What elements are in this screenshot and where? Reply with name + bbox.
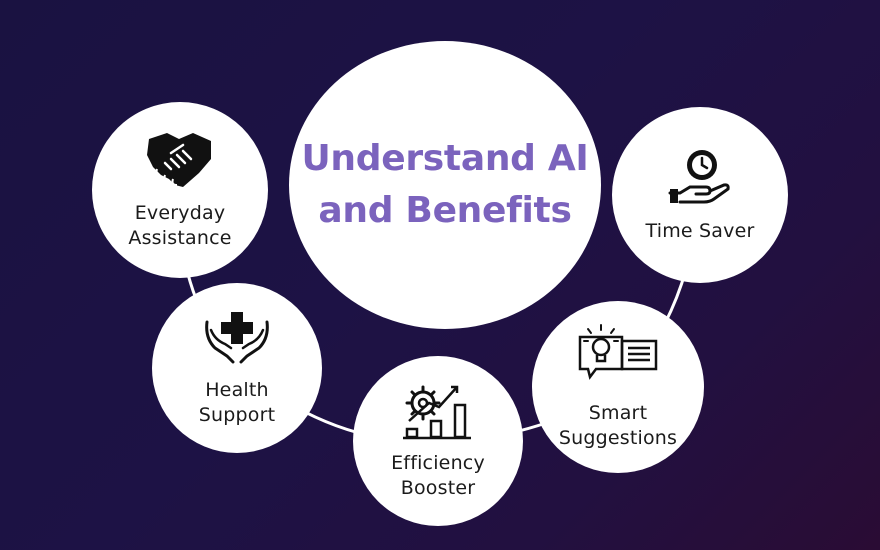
node-label: Time Saver [645,219,755,242]
node-label: Smart Suggestions [558,402,678,449]
node-label: Everyday Assistance [128,202,232,249]
node-time-saver: Time Saver [612,107,788,283]
node-label: Health Support [198,379,276,426]
clock-hand-icon [668,149,730,203]
title-circle: Understand AI and Benefits [289,41,601,329]
diagram-title: Understand AI and Benefits [301,138,589,231]
node-efficiency-booster: Efficiency Booster [353,356,523,526]
node-label: Efficiency Booster [391,452,485,499]
handshake-icon [147,133,211,187]
node-everyday-assistance: Everyday Assistance [92,102,268,278]
node-smart-suggestions: Smart Suggestions [532,301,704,473]
node-health-support: Health Support [152,283,322,453]
gear-growth-chart-icon [403,385,471,440]
lightbulb-message-icon [578,324,658,380]
health-care-hands-icon [205,312,269,364]
